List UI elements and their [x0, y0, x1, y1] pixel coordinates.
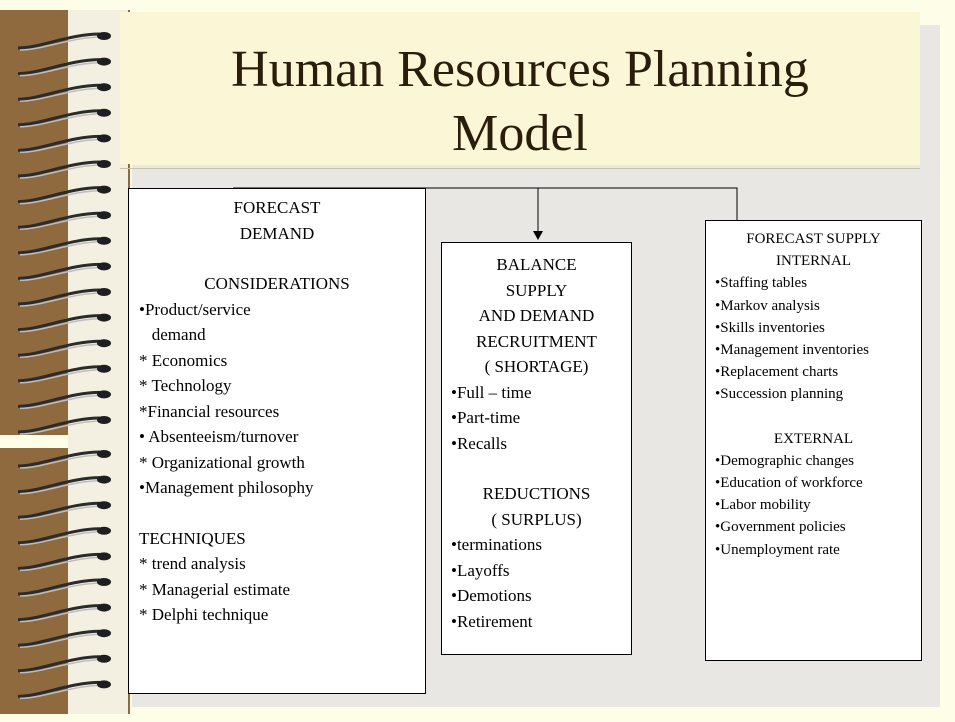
list-item: * Technology — [139, 376, 232, 395]
list-item: • Absenteeism/turnover — [139, 427, 299, 446]
spiral-ring — [17, 501, 111, 520]
list-item: •Skills inventories — [715, 319, 825, 336]
list-item: •Labor mobility — [715, 497, 811, 514]
spiral-ring — [17, 629, 111, 648]
spiral-ring — [17, 450, 111, 469]
external-list: •Demographic changes •Education of workf… — [715, 450, 921, 561]
list-item: demand — [139, 325, 206, 344]
spiral-ring — [17, 364, 111, 384]
list-item: * Managerial estimate — [139, 579, 291, 599]
spiral-ring — [17, 57, 111, 77]
spiral-ring — [17, 526, 111, 546]
list-item: *Financial resources — [139, 401, 280, 421]
page-title: Human Resources Planning Model — [120, 38, 920, 166]
internal-list: •Staffing tables •Markov analysis •Skill… — [715, 272, 921, 405]
heading-line: INTERNAL — [776, 253, 851, 270]
title-divider — [120, 168, 920, 169]
heading-line: ( SURPLUS) — [491, 509, 582, 529]
heading-line: FORECAST — [233, 198, 321, 217]
list-item: * trend analysis — [139, 554, 246, 573]
balance-box: BALANCE SUPPLY AND DEMAND RECRUITMENT ( … — [441, 242, 632, 655]
heading-line: REDUCTIONS — [482, 484, 591, 503]
title-line-2: Model — [452, 105, 588, 162]
heading-line: FORECAST SUPPLY — [746, 231, 881, 247]
list-item: •Management philosophy — [139, 478, 314, 497]
heading-line: AND DEMAND — [478, 306, 595, 325]
spiral-ring — [17, 313, 111, 333]
forecast-supply-heading: FORECAST SUPPLY INTERNAL — [715, 228, 912, 272]
list-item: •Layoffs — [451, 560, 510, 580]
list-item: •terminations — [451, 535, 542, 554]
techniques-heading: TECHNIQUES — [139, 528, 246, 548]
list-item: •Full – time — [451, 382, 532, 402]
techniques-list: * trend analysis * Managerial estimate *… — [139, 551, 425, 628]
spiral-binding — [0, 0, 132, 722]
spiral-ring — [17, 654, 111, 674]
list-item: •Management inventories — [715, 342, 869, 359]
forecast-supply-box: FORECAST SUPPLY INTERNAL •Staffing table… — [705, 220, 922, 661]
forecast-demand-box: FORECAST DEMAND CONSIDERATIONS •Product/… — [128, 188, 426, 694]
heading-line: BALANCE — [496, 255, 577, 274]
list-item: •Demotions — [451, 586, 532, 605]
external-heading: EXTERNAL — [773, 430, 854, 447]
spiral-ring — [17, 475, 111, 495]
list-item: •Retirement — [451, 611, 533, 631]
list-item: •Product/service — [139, 299, 251, 319]
heading-line: DEMAND — [239, 223, 315, 243]
heading-line: ( SHORTAGE) — [484, 357, 589, 376]
list-item: •Unemployment rate — [715, 541, 840, 558]
spiral-ring — [17, 680, 111, 700]
balance-heading: BALANCE SUPPLY AND DEMAND RECRUITMENT ( … — [451, 252, 622, 380]
heading-line: RECRUITMENT — [476, 331, 597, 351]
spiral-ring — [17, 288, 111, 307]
spiral-ring — [17, 339, 111, 358]
list-item: •Education of workforce — [715, 475, 863, 492]
heading-line: SUPPLY — [505, 280, 568, 300]
spiral-ring — [17, 83, 111, 102]
forecast-demand-heading: FORECAST DEMAND — [139, 195, 415, 246]
list-item: * Economics — [139, 350, 228, 370]
spiral-ring — [17, 552, 111, 572]
spiral-ring — [17, 236, 111, 256]
spiral-ring — [17, 416, 111, 435]
spiral-ring — [17, 603, 111, 623]
spiral-ring — [17, 160, 111, 179]
spiral-ring — [17, 211, 111, 230]
spiral-ring — [17, 578, 111, 597]
reductions-heading: REDUCTIONS ( SURPLUS) — [451, 481, 622, 532]
spiral-ring — [17, 32, 111, 51]
title-line-1: Human Resources Planning — [231, 41, 809, 98]
considerations-heading: CONSIDERATIONS — [204, 274, 350, 293]
spiral-ring — [17, 185, 111, 205]
list-item: •Staffing tables — [715, 275, 808, 292]
spiral-ring — [17, 262, 111, 282]
list-item: •Replacement charts — [715, 364, 839, 381]
title-band — [120, 12, 920, 164]
recruitment-list: •Full – time •Part-time •Recalls — [451, 380, 631, 457]
reductions-list: •terminations •Layoffs •Demotions •Retir… — [451, 532, 631, 634]
list-item: •Part-time — [451, 408, 521, 427]
list-item: * Organizational growth — [139, 452, 305, 472]
spiral-ring — [17, 134, 111, 154]
list-item: •Government policies — [715, 519, 846, 536]
considerations-list: •Product/service demand * Economics * Te… — [139, 297, 425, 501]
list-item: * Delphi technique — [139, 605, 269, 624]
list-item: •Succession planning — [715, 386, 844, 403]
list-item: •Recalls — [451, 433, 507, 453]
arrowhead-down — [533, 231, 543, 240]
spiral-ring — [17, 108, 111, 128]
list-item: •Demographic changes — [715, 452, 854, 469]
binding-rings — [17, 32, 111, 700]
list-item: •Markov analysis — [715, 297, 820, 314]
spiral-ring — [17, 390, 111, 410]
